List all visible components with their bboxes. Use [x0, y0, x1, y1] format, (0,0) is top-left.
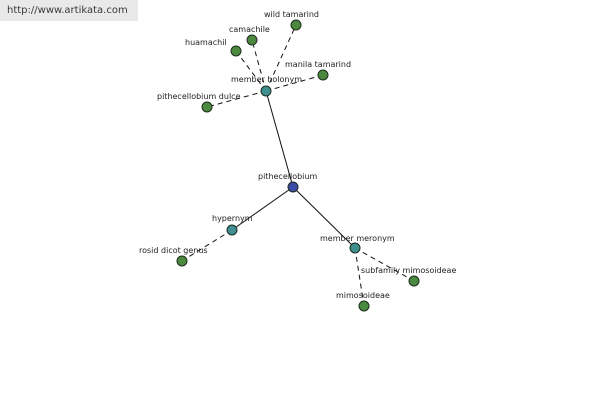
node-manila-tamarind[interactable] [317, 69, 329, 81]
node-label-camachile[interactable]: camachile [229, 25, 270, 34]
edge-member-holonym-to-huamachil [235, 50, 267, 92]
edge-hypernym-to-rosid-dicot-genus [181, 229, 233, 262]
node-mimosoideae[interactable] [358, 300, 370, 312]
node-label-huamachil[interactable]: huamachil [185, 38, 227, 47]
nodes-layer [176, 19, 420, 312]
node-label-pithecellobium[interactable]: pithecellobium [258, 172, 317, 181]
edge-member-meronym-to-mimosoideae [354, 247, 365, 307]
node-hypernym[interactable] [226, 224, 238, 236]
edge-pithecellobium-to-member-meronym [292, 186, 356, 249]
node-label-rosid-dicot-genus[interactable]: rosid dicot genus [139, 246, 208, 255]
node-label-wild-tamarind[interactable]: wild tamarind [264, 10, 319, 19]
watermark-url: http://www.artikata.com [0, 0, 138, 21]
edge-member-holonym-to-pithecellobium-dulce [206, 90, 267, 108]
node-label-mimosoideae[interactable]: mimosoideae [336, 291, 390, 300]
edge-member-meronym-to-subfamily-mimosoideae [354, 247, 415, 282]
node-label-manila-tamarind[interactable]: manila tamarind [285, 60, 351, 69]
node-label-hypernym[interactable]: hypernym [212, 214, 253, 223]
edge-pithecellobium-to-hypernym [231, 186, 294, 231]
edge-member-holonym-to-wild-tamarind [265, 24, 297, 92]
node-label-subfamily-mimosoideae[interactable]: subfamily mimosoideae [361, 266, 456, 275]
node-subfamily-mimosoideae[interactable] [408, 275, 420, 287]
node-huamachil[interactable] [230, 45, 242, 57]
node-label-member-holonym[interactable]: member holonym [231, 75, 302, 84]
node-camachile[interactable] [246, 34, 258, 46]
node-pithecellobium[interactable] [287, 181, 299, 193]
node-pithecellobium-dulce[interactable] [201, 101, 213, 113]
edge-pithecellobium-to-member-holonym [265, 90, 294, 188]
labels-layer: pithecellobium member holonym hypernym memb… [139, 10, 456, 300]
node-label-pithecellobium-dulce[interactable]: pithecellobium dulce [157, 92, 241, 101]
node-rosid-dicot-genus[interactable] [176, 255, 188, 267]
node-wild-tamarind[interactable] [290, 19, 302, 31]
node-label-member-meronym[interactable]: member meronym [320, 234, 395, 243]
node-member-holonym[interactable] [260, 85, 272, 97]
node-member-meronym[interactable] [349, 242, 361, 254]
edges-layer [181, 24, 415, 307]
edge-member-holonym-to-manila-tamarind [265, 74, 324, 92]
